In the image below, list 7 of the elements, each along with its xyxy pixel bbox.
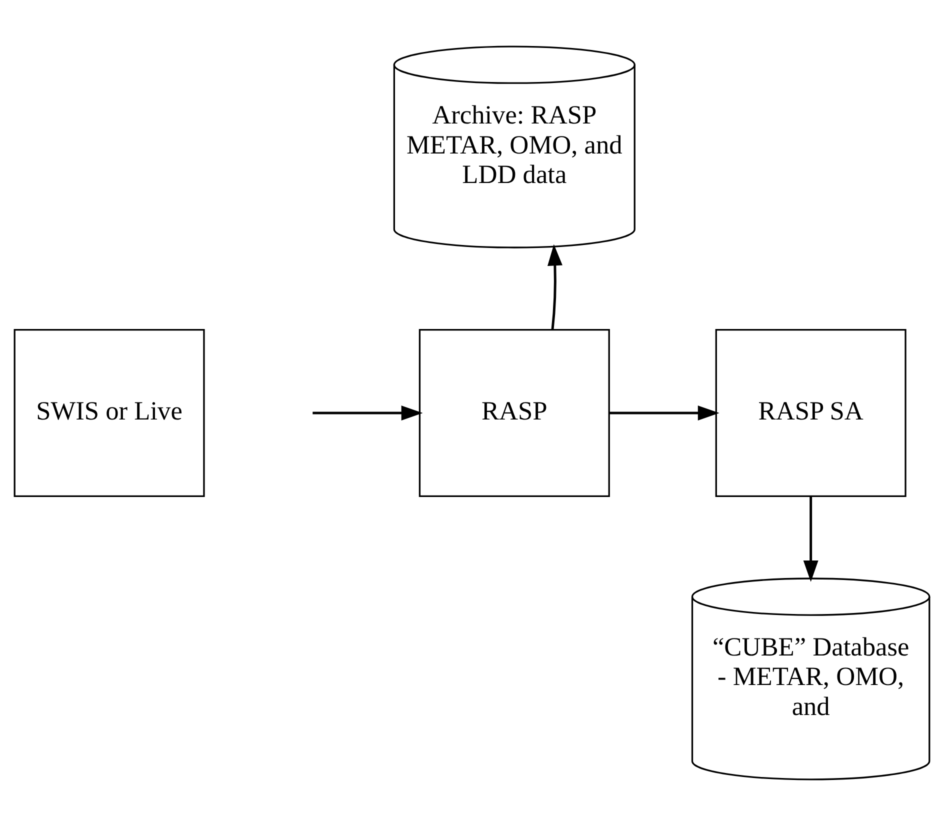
arrow (312, 405, 423, 420)
arrow (803, 496, 818, 582)
node-box: RASP SA (715, 328, 906, 496)
arrow (609, 405, 720, 420)
node-box: RASP (418, 328, 610, 496)
arrow (547, 244, 562, 330)
node-box: SWIS or Live (14, 328, 205, 496)
